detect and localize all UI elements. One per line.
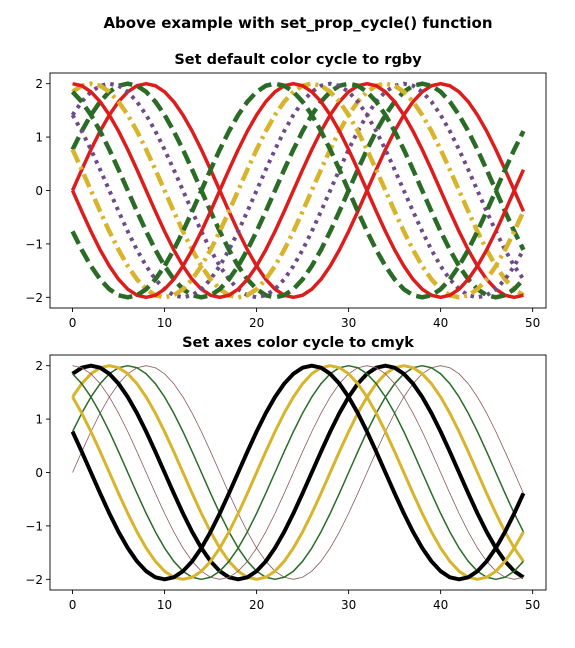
series-line — [72, 365, 524, 580]
series-line — [70, 81, 526, 300]
x-tick-label: 40 — [433, 598, 448, 612]
series-line — [70, 81, 526, 300]
axes-bottom-frame — [49, 354, 547, 591]
axes-top-series — [70, 81, 526, 300]
axes-bottom-ticks: 0 10 20 30 40 50 −2 −1 0 1 2 — [25, 359, 540, 612]
series-line — [71, 364, 525, 581]
x-tick-label: 0 — [69, 316, 77, 330]
x-tick-label: 50 — [525, 316, 540, 330]
series-line — [71, 364, 525, 581]
series-line — [72, 81, 524, 300]
x-tick-label: 20 — [249, 316, 264, 330]
series-line — [70, 81, 526, 300]
axes-bottom-title: Set axes color cycle to cmyk — [182, 335, 414, 351]
series-line — [71, 81, 525, 300]
axes-top-ticks: 0 10 20 30 40 50 −2 −1 0 1 2 — [25, 77, 540, 330]
x-tick-label: 30 — [341, 316, 356, 330]
series-line — [72, 365, 524, 580]
x-tick-label: 40 — [433, 316, 448, 330]
y-tick-label: 0 — [35, 466, 43, 480]
series-line — [70, 81, 526, 300]
y-tick-label: −2 — [25, 291, 43, 305]
axes-top-title: Set default color cycle to rgby — [174, 52, 422, 68]
x-tick-label: 30 — [341, 598, 356, 612]
series-line — [70, 81, 526, 300]
y-tick-label: −2 — [25, 573, 43, 587]
series-line — [70, 81, 526, 300]
figure-suptitle: Above example with set_prop_cycle() func… — [103, 14, 492, 32]
y-tick-label: 1 — [35, 131, 43, 145]
x-tick-label: 10 — [157, 598, 172, 612]
axes-bottom-series — [70, 363, 526, 582]
axes-top-frame — [49, 72, 547, 309]
x-tick-label: 20 — [249, 598, 264, 612]
y-tick-label: −1 — [25, 519, 43, 533]
y-tick-label: 1 — [35, 413, 43, 427]
x-tick-label: 10 — [157, 316, 172, 330]
y-tick-label: 2 — [35, 359, 43, 373]
series-line — [71, 364, 525, 581]
series-line — [70, 81, 526, 300]
x-tick-label: 50 — [525, 598, 540, 612]
series-line — [71, 363, 525, 582]
y-tick-label: 2 — [35, 77, 43, 91]
y-tick-label: 0 — [35, 184, 43, 198]
series-line — [70, 363, 526, 582]
x-tick-label: 0 — [69, 598, 77, 612]
series-line — [72, 364, 524, 581]
y-tick-label: −1 — [25, 237, 43, 251]
